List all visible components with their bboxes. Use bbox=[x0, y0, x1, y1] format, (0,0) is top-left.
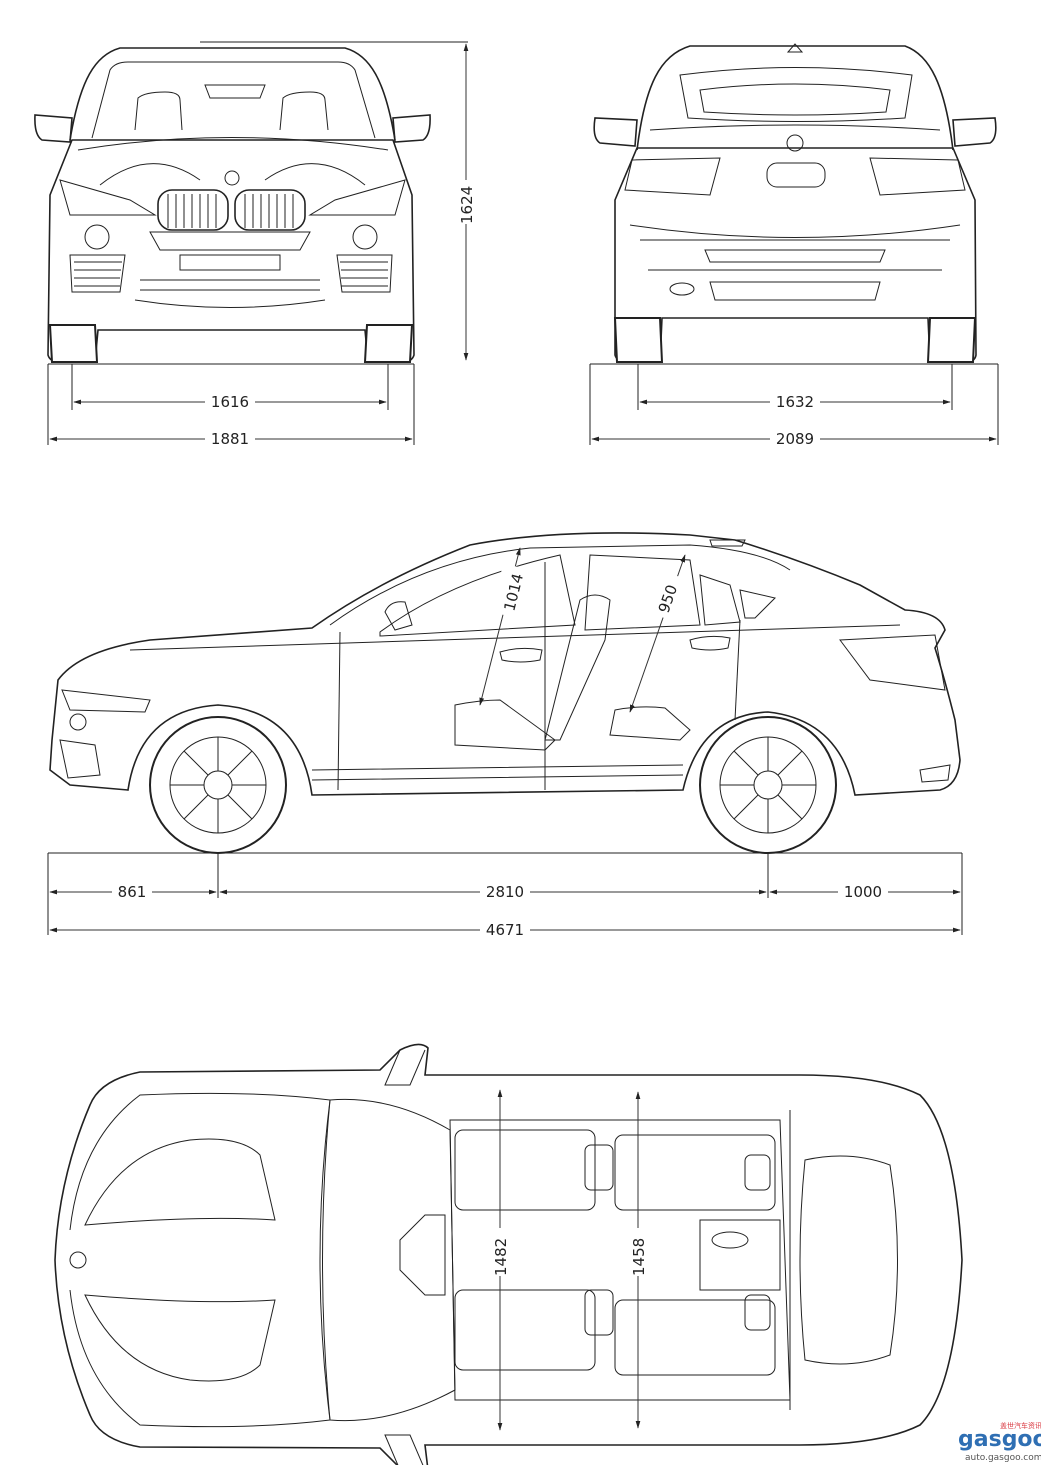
grille-bars bbox=[167, 194, 294, 228]
rear-width-label: 2089 bbox=[776, 430, 814, 448]
watermark-url: auto.gasgoo.com bbox=[965, 1453, 1041, 1463]
bmw-logo-rear-icon bbox=[786, 134, 804, 152]
wheelbase-label: 2810 bbox=[486, 883, 524, 901]
top-view: 1482 1458 bbox=[54, 1043, 963, 1465]
bmw-logo-top-icon bbox=[69, 1251, 87, 1269]
side-view: 1014 950 861 2810 1000 4671 bbox=[47, 532, 963, 940]
watermark-brand: gasgoo bbox=[958, 1427, 1041, 1452]
rear-shoulder-width-label: 1458 bbox=[630, 1238, 648, 1276]
watermark-cn-text: 盖世汽车资讯 bbox=[1000, 1421, 1041, 1430]
front-height-label: 1624 bbox=[458, 186, 476, 224]
front-view: 1624 1616 1881 bbox=[34, 41, 476, 450]
rear-wheel bbox=[699, 716, 837, 854]
rear-view: 1632 2089 bbox=[589, 43, 999, 450]
rear-track-label: 1632 bbox=[776, 393, 814, 411]
front-overhang-label: 861 bbox=[118, 883, 147, 901]
bmw-logo-icon bbox=[224, 170, 240, 186]
front-wheel bbox=[149, 716, 287, 854]
rear-overhang-label: 1000 bbox=[844, 883, 882, 901]
front-width-label: 1881 bbox=[211, 430, 249, 448]
front-shoulder-width-label: 1482 bbox=[492, 1238, 510, 1276]
gasgoo-watermark: gasgoo 盖世汽车资讯 auto.gasgoo.com bbox=[958, 1421, 1041, 1463]
front-track-label: 1616 bbox=[211, 393, 249, 411]
overall-length-label: 4671 bbox=[486, 921, 524, 939]
